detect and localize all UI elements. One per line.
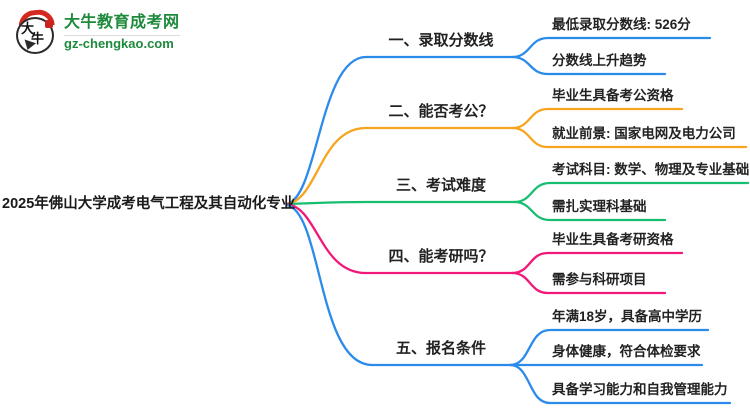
leaf-research-project: 需参与科研项目 [552, 272, 647, 287]
leaf-curve-4a [510, 251, 684, 275]
leaf-grad-eligible: 毕业生具备考研资格 [552, 232, 674, 247]
leaf-self-management: 具备学习能力和自我管理能力 [552, 382, 728, 397]
branch-label-exam-difficulty: 三、考试难度 [395, 177, 486, 194]
branch-curve-2 [285, 126, 514, 206]
leaf-curve-1a [510, 36, 712, 59]
leaf-curve-2b [510, 126, 748, 149]
branch-curve-3 [285, 200, 516, 206]
root-topic: 2025年佛山大学成考电气工程及其自动化专业 [2, 196, 296, 212]
leaf-civil-eligible: 毕业生具备考公资格 [552, 88, 674, 103]
leaf-curve-3b [512, 200, 667, 222]
leaf-curve-2a [510, 107, 684, 130]
branch-label-grad-school: 四、能考研吗？ [388, 248, 494, 265]
logo-speech-bubble-icon: 大 牛 [14, 8, 56, 58]
leaf-age-education: 年满18岁，具备高中学历 [552, 309, 703, 324]
leaf-job-prospect: 就业前景: 国家电网及电力公司 [552, 126, 736, 141]
leaf-score-trend: 分数线上升趋势 [552, 53, 647, 68]
branch-label-civil-service: 二、能否考公？ [388, 103, 494, 120]
site-logo: 大 牛 大牛教育成考网 gz-chengkao.com [14, 8, 180, 58]
branch-label-requirements: 五、报名条件 [395, 340, 486, 357]
logo-red-seal-icon [45, 20, 53, 28]
leaf-exam-subjects: 考试科目: 数学、物理及专业基础 [552, 162, 750, 177]
leaf-curve-3a [512, 181, 750, 204]
leaf-science-basis: 需扎实理科基础 [552, 199, 647, 214]
leaf-curve-5c [508, 363, 732, 405]
site-domain: gz-chengkao.com [64, 34, 180, 52]
site-name: 大牛教育成考网 [64, 14, 180, 32]
leaf-min-score: 最低录取分数线: 526分 [552, 17, 691, 32]
leaf-curve-5a [508, 328, 710, 367]
branch-label-admission-score: 一、录取分数线 [388, 32, 494, 49]
logo-char-niu: 牛 [31, 31, 45, 46]
branch-curve-1 [285, 55, 514, 206]
logo-char-da: 大 [21, 21, 35, 36]
branch-curve-4 [285, 202, 514, 275]
leaf-health-check: 身体健康，符合体检要求 [552, 344, 701, 359]
leaf-curve-4b [510, 271, 667, 295]
leaf-curve-1b [510, 55, 667, 76]
branch-curve-5 [285, 203, 512, 367]
logo-text-block: 大牛教育成考网 gz-chengkao.com [64, 14, 180, 51]
